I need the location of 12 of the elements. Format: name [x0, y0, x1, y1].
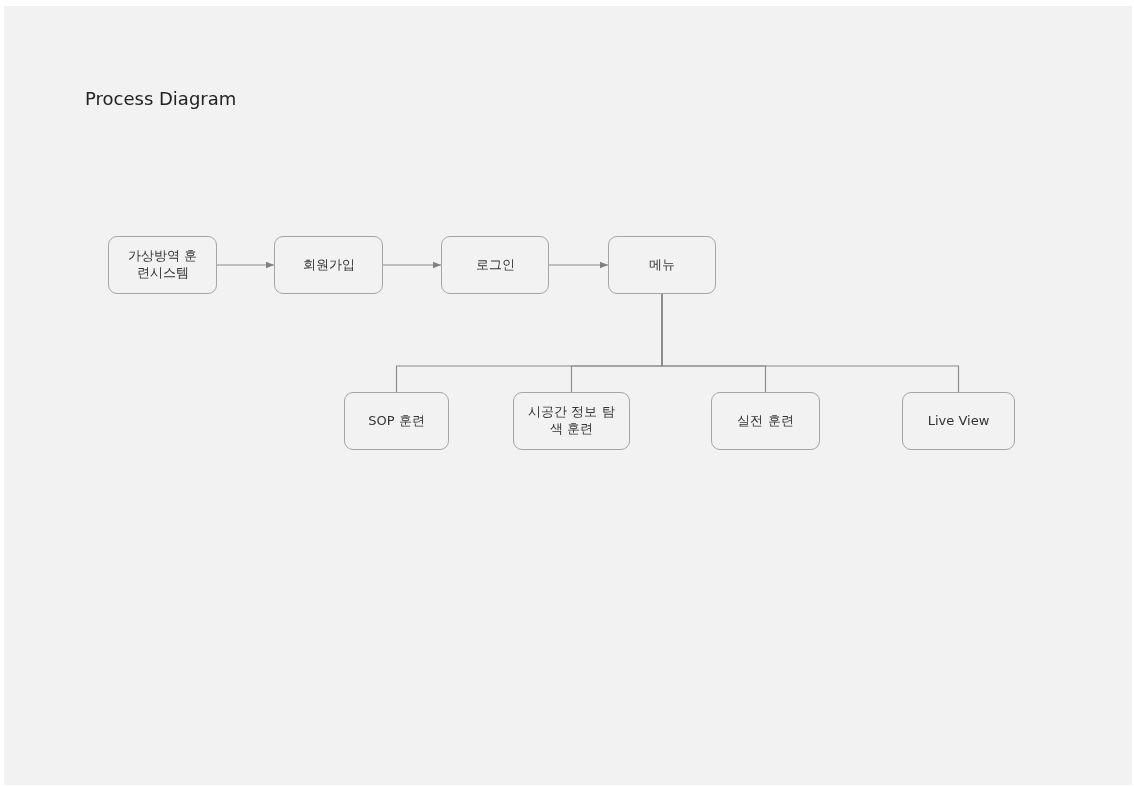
- process-box: 가상방역 훈련시스템: [108, 236, 217, 294]
- process-box: SOP 훈련: [344, 392, 449, 450]
- process-box: 로그인: [441, 236, 549, 294]
- arrow: [548, 261, 609, 269]
- process-box: 메뉴: [608, 236, 716, 294]
- process-box: Live View: [902, 392, 1015, 450]
- arrow: [382, 261, 442, 269]
- title: Process Diagram: [85, 88, 237, 109]
- process-box: 회원가입: [274, 236, 383, 294]
- process-box: 시공간 정보 탐색 훈련: [513, 392, 630, 450]
- arrow: [216, 261, 275, 269]
- process-box: 실전 훈련: [711, 392, 820, 450]
